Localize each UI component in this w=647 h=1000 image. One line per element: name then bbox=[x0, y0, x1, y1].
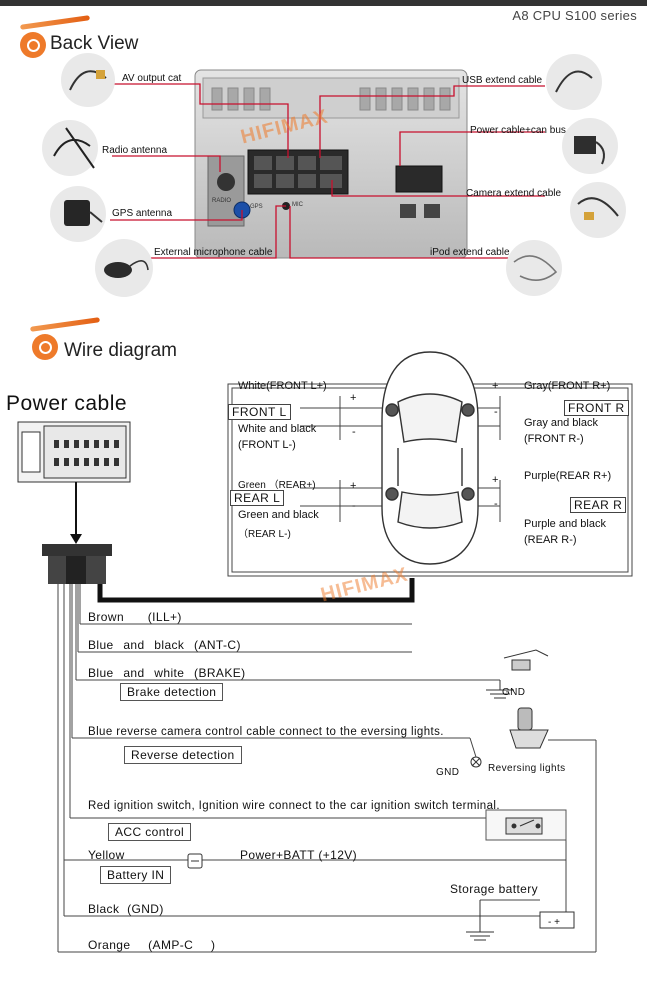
wire-diagram-title: Wire diagram bbox=[64, 340, 177, 361]
speaker-front-l-plus: White(FRONT L+) bbox=[238, 380, 327, 392]
wire-label-orange: Orange (AMP-C ) bbox=[88, 938, 216, 952]
power-cable-title: Power cable bbox=[6, 392, 128, 415]
brake-switch-symbol bbox=[486, 649, 549, 699]
series-label: A8 CPU S100 series bbox=[512, 8, 637, 23]
power-batt-label: Power+BATT (+12V) bbox=[240, 848, 358, 862]
speaker-rear-r-minus-2: (REAR R-) bbox=[524, 534, 577, 546]
box-label-acc-control: ACC control bbox=[108, 823, 192, 841]
speaker-front-r-minus-1: Gray and black bbox=[524, 417, 598, 429]
wire-label-red-ignition: Red ignition switch, Ignition wire conne… bbox=[88, 800, 500, 812]
power-connector bbox=[17, 421, 131, 584]
speaker-rear-r-plus: Purple(REAR R+) bbox=[524, 470, 612, 482]
polarity-minus: - bbox=[494, 406, 498, 418]
speaker-rear-r-minus-1: Purple and black bbox=[524, 518, 606, 530]
wire-label-blue-black: Blue and black (ANT-C) bbox=[88, 638, 241, 652]
callout-av-output: AV output cat bbox=[122, 73, 182, 84]
reversing-lights-label: Reversing lights bbox=[488, 763, 566, 774]
callout-lines bbox=[110, 83, 545, 259]
storage-battery-symbol: - + bbox=[466, 900, 575, 941]
wire-label-yellow: Yellow bbox=[88, 848, 125, 862]
callout-gps-antenna: GPS antenna bbox=[112, 208, 173, 219]
wire-label-brown: Brown (ILL+) bbox=[88, 610, 182, 624]
speaker-front-l-box: FRONT L bbox=[228, 404, 291, 420]
unit-label-radio: RADIO bbox=[212, 198, 232, 204]
unit-label-mic: MIC bbox=[292, 202, 303, 208]
polarity-minus: - bbox=[352, 500, 356, 512]
polarity-minus: - bbox=[352, 426, 356, 438]
speaker-rear-l-minus-1: Green and black bbox=[238, 509, 319, 521]
speaker-front-r-box: FRONT R bbox=[564, 400, 629, 416]
section-logo-icon bbox=[20, 32, 46, 58]
speaker-rear-l-plus: Green （REAR+) bbox=[238, 480, 316, 491]
speaker-bundle bbox=[97, 578, 415, 603]
callout-usb-extend: USB extend cable bbox=[462, 75, 543, 86]
ignition-switch-symbol bbox=[485, 809, 567, 841]
gnd-label: GND bbox=[436, 767, 460, 778]
box-label-brake-detection: Brake detection bbox=[120, 683, 224, 701]
car-top-view bbox=[381, 351, 479, 565]
speaker-front-r-plus: Gray(FRONT R+) bbox=[524, 380, 611, 392]
gear-shifter-symbol bbox=[469, 707, 596, 768]
gnd-label: GND bbox=[502, 687, 526, 698]
box-label-reverse-detection: Reverse detection bbox=[124, 746, 242, 764]
back-view-title: Back View bbox=[50, 33, 139, 54]
polarity-plus: + bbox=[492, 380, 499, 392]
speaker-rear-l-box: REAR L bbox=[230, 490, 285, 506]
polarity-minus: - bbox=[494, 498, 498, 510]
unit-label-gps: GPS bbox=[250, 204, 263, 210]
polarity-plus: + bbox=[350, 392, 357, 404]
polarity-plus: + bbox=[492, 474, 499, 486]
wire-label-blue-white: Blue and white (BRAKE) bbox=[88, 666, 246, 680]
wire-label-black-gnd: Black (GND) bbox=[88, 902, 164, 916]
top-bar bbox=[0, 0, 647, 6]
callout-external-mic: External microphone cable bbox=[154, 247, 273, 258]
callout-ipod-extend: iPod extend cable bbox=[430, 247, 510, 258]
callout-power-can: Power cable+can bus bbox=[470, 125, 566, 136]
head-unit-back bbox=[194, 69, 468, 259]
callout-radio-antenna: Radio antenna bbox=[102, 145, 168, 156]
polarity-plus: + bbox=[350, 480, 357, 492]
speaker-front-l-minus-2: (FRONT L-) bbox=[238, 439, 296, 451]
svg-text:- +: - + bbox=[548, 917, 560, 928]
wire-lines bbox=[57, 584, 597, 953]
storage-battery-label: Storage battery bbox=[450, 882, 539, 896]
accessory-thumbnails bbox=[42, 53, 626, 297]
speaker-front-l-minus-1: White and black bbox=[238, 423, 317, 435]
speaker-front-r-minus-2: (FRONT R-) bbox=[524, 433, 584, 445]
section-logo-icon bbox=[32, 334, 58, 360]
speaker-rear-l-minus-2: （REAR L-) bbox=[238, 529, 291, 540]
callout-camera-extend: Camera extend cable bbox=[466, 188, 562, 199]
fuse-symbol bbox=[187, 853, 203, 869]
wire-label-blue-reverse: Blue reverse camera control cable connec… bbox=[88, 726, 444, 738]
box-label-battery-in: Battery IN bbox=[100, 866, 172, 884]
speaker-rear-r-box: REAR R bbox=[570, 497, 627, 513]
